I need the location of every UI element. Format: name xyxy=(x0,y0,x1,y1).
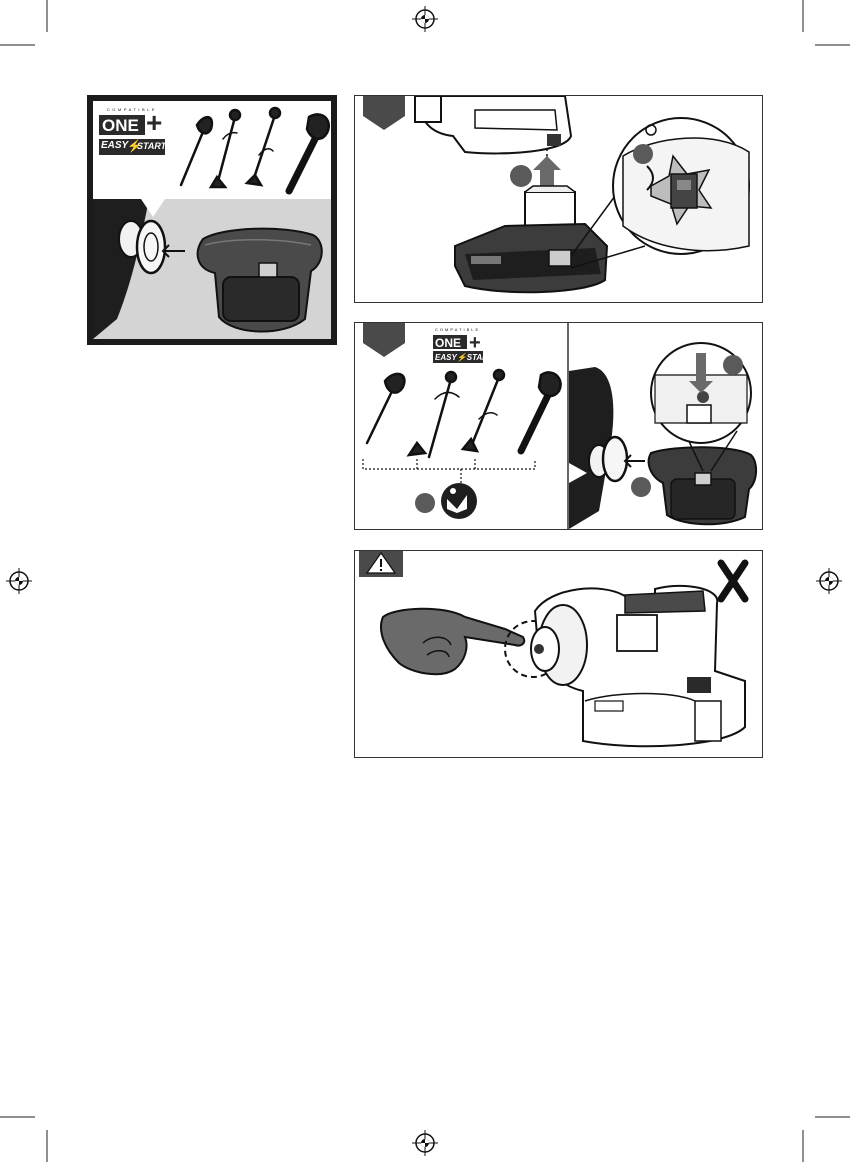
svg-text:ONE: ONE xyxy=(435,336,461,350)
registration-mark-icon xyxy=(412,6,438,32)
logo-easy-text: EASY xyxy=(101,140,128,151)
arrow-up-icon xyxy=(533,156,561,188)
step-number-circle xyxy=(415,493,435,513)
step-number-circle xyxy=(723,355,743,375)
hand-icon xyxy=(381,609,524,674)
step-number-circle xyxy=(510,165,532,187)
registration-mark-icon xyxy=(412,1130,438,1156)
step-tag-icon xyxy=(363,96,405,130)
logo-start-text: START xyxy=(137,141,166,151)
step-number-circle xyxy=(633,144,653,164)
step-tag-icon xyxy=(363,323,405,357)
remove-battery-illustration xyxy=(355,96,762,302)
registration-mark-icon xyxy=(6,568,32,594)
prohibited-x-icon xyxy=(721,563,745,599)
warning-illustration xyxy=(355,551,762,757)
warning-panel xyxy=(354,550,763,758)
step-panel-remove-battery xyxy=(354,95,763,303)
one-plus-logo: COMPATIBLE ONE + EASY ⚡ START xyxy=(97,107,167,163)
one-plus-logo-small: COMPATIBLE ONE + EASY⚡START xyxy=(433,327,494,363)
compatibility-panel: COMPATIBLE ONE + EASY ⚡ START xyxy=(87,95,337,345)
attach-scene xyxy=(93,199,331,339)
logo-brand-text: ONE xyxy=(102,116,139,136)
step-panel-attach-tool: COMPATIBLE ONE + EASY⚡START xyxy=(354,322,763,530)
svg-text:EASY⚡START: EASY⚡START xyxy=(435,352,494,362)
compatible-tools-box: COMPATIBLE ONE + EASY ⚡ START xyxy=(93,101,331,199)
logo-plus-text: + xyxy=(146,109,162,137)
svg-text:+: + xyxy=(469,332,481,354)
registration-mark-icon xyxy=(816,568,842,594)
read-manual-icon xyxy=(441,483,477,519)
step-number-circle xyxy=(631,477,651,497)
attach-tool-illustration: COMPATIBLE ONE + EASY⚡START xyxy=(355,323,762,529)
compatible-tools-illustration xyxy=(171,103,331,195)
attach-illustration xyxy=(93,199,331,339)
